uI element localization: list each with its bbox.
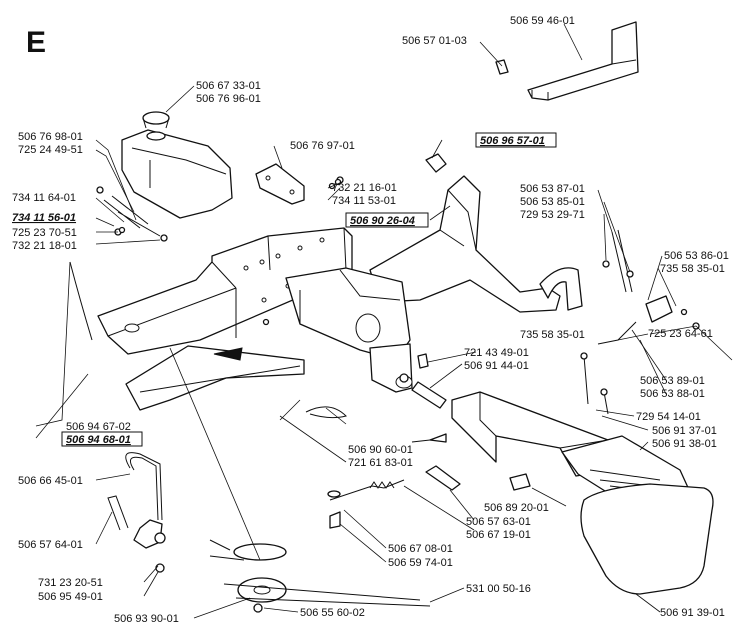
label-725-23-70-51: 725 23 70-51 [12,227,77,239]
label-506-90-60-01: 506 90 60-01 [348,444,413,456]
floor-board [125,345,305,411]
label-506-67-33-01: 506 67 33-01 [196,80,261,92]
label-506-53-86-01: 506 53 86-01 [664,250,729,262]
label-725-24-49-51: 725 24 49-51 [18,144,83,156]
label-734-11-56-01: 734 11 56-01 [12,212,76,224]
lift-lever [107,452,166,573]
label-box-506-94-68-01 [61,431,143,447]
label-721-61-83-01: 721 61 83-01 [348,457,413,469]
hardware [69,153,609,529]
label-506-91-44-01: 506 91 44-01 [464,360,529,372]
side-panel [580,483,714,595]
label-729-54-14-01: 729 54 14-01 [636,411,701,423]
label-box-506-96-57-01 [475,132,557,148]
fuel-tank [121,111,233,219]
label-506-76-98-01: 506 76 98-01 [18,131,83,143]
label-531-00-50-16: 531 00 50-16 [466,583,531,595]
label-506-94-68-01: 506 94 68-01 [66,434,131,446]
seat-bracket [495,21,639,101]
label-506-67-19-01: 506 67 19-01 [466,529,531,541]
label-721-43-49-01: 721 43 49-01 [464,347,529,359]
section-letter: E [26,26,46,59]
part-labels: 506 59 46-01 506 57 01-03 506 67 33-01 5… [12,15,729,625]
dash-console [285,267,413,393]
label-box-506-90-26-04 [345,212,429,228]
main-chassis-frame [97,175,583,355]
label-506-94-67-02: 506 94 67-02 [66,421,131,433]
tank-bracket [255,163,305,205]
label-506-95-49-01: 506 95 49-01 [38,591,103,603]
label-506-59-74-01: 506 59 74-01 [388,557,453,569]
label-734-11-53-01: 734 11 53-01 [332,195,396,207]
label-506-59-46-01: 506 59 46-01 [510,15,575,27]
label-735-58-35-01-b: 735 58 35-01 [520,329,585,341]
label-506-53-89-01: 506 53 89-01 [640,375,705,387]
label-506-90-26-04: 506 90 26-04 [350,215,415,227]
label-506-53-85-01: 506 53 85-01 [520,196,585,208]
label-506-57-01-03: 506 57 01-03 [402,35,467,47]
label-506-89-20-01: 506 89 20-01 [484,502,549,514]
label-732-21-18-01: 732 21 18-01 [12,240,77,252]
label-729-53-29-71: 729 53 29-71 [520,209,585,221]
label-506-67-08-01: 506 67 08-01 [388,543,453,555]
label-506-91-37-01: 506 91 37-01 [652,425,717,437]
right-linkage [597,229,700,345]
label-731-23-20-51: 731 23 20-51 [38,577,103,589]
label-506-93-90-01: 506 93 90-01 [114,613,179,625]
label-506-96-57-01: 506 96 57-01 [480,135,545,147]
label-506-53-88-01: 506 53 88-01 [640,388,705,400]
label-506-91-38-01: 506 91 38-01 [652,438,717,450]
label-506-91-39-01: 506 91 39-01 [660,607,725,619]
label-506-66-45-01: 506 66 45-01 [18,475,83,487]
drive-belt-pulleys [209,539,431,613]
label-506-76-97-01: 506 76 97-01 [290,140,355,152]
label-506-53-87-01: 506 53 87-01 [520,183,585,195]
label-506-55-60-02: 506 55 60-02 [300,607,365,619]
label-506-57-63-01: 506 57 63-01 [466,516,531,528]
label-506-76-96-01: 506 76 96-01 [196,93,261,105]
label-725-23-64-61: 725 23 64-61 [648,328,713,340]
label-732-21-16-01: 732 21 16-01 [332,182,397,194]
label-734-11-64-01: 734 11 64-01 [12,192,76,204]
springs-and-links [305,353,531,501]
label-735-58-35-01-a: 735 58 35-01 [660,263,725,275]
leader-lines [35,23,733,619]
label-506-57-64-01: 506 57 64-01 [18,539,83,551]
